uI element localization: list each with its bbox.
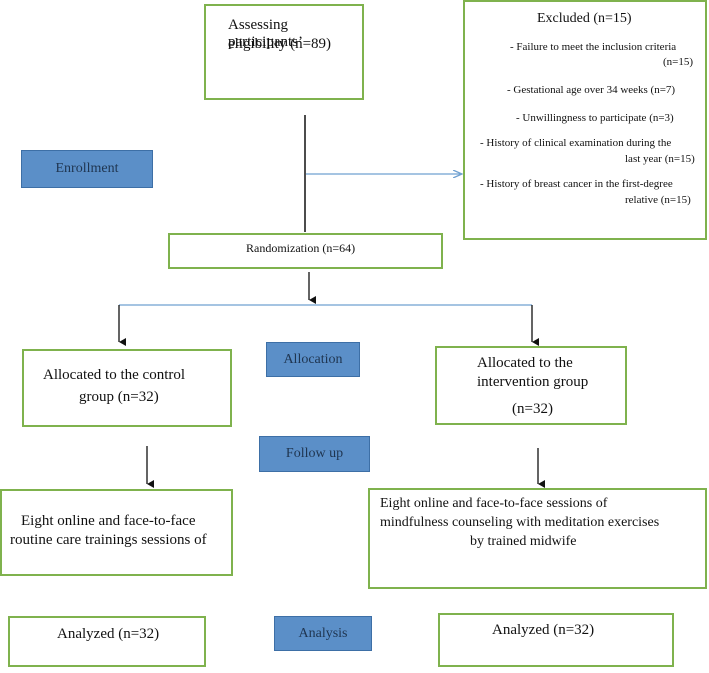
intervention-allocation-line-2: intervention group <box>477 374 589 390</box>
excluded-title: Excluded (n=15) <box>537 11 632 26</box>
control-sessions-box: Eight online and face-to-face routine ca… <box>0 489 233 576</box>
excluded-item-1-line-1: - Failure to meet the inclusion criteria <box>510 41 677 53</box>
excluded-item-4-line-1: - History of clinical examination during… <box>480 137 672 149</box>
excluded-box: Excluded (n=15) - Failure to meet the in… <box>463 0 707 240</box>
stage-enrollment: Enrollment <box>21 150 153 188</box>
intervention-allocation-line-3: (n=32) <box>512 401 553 417</box>
excluded-item-5-line-2: relative (n=15) <box>625 194 691 206</box>
excluded-item-1-line-2: (n=15) <box>663 56 694 68</box>
control-allocation-line-2: group (n=32) <box>79 389 159 405</box>
control-sessions-line-1: Eight online and face-to-face <box>21 513 196 529</box>
control-allocation-box: Allocated to the control group (n=32) <box>22 349 232 427</box>
eligibility-box: Assessing participants’ eligibility (n=8… <box>204 4 364 100</box>
intervention-analyzed-box: Analyzed (n=32) <box>438 613 674 667</box>
excluded-item-2: - Gestational age over 34 weeks (n=7) <box>507 84 676 96</box>
excluded-item-5-line-1: - History of breast cancer in the first-… <box>480 178 673 190</box>
intervention-sessions-line-1: Eight online and face-to-face sessions o… <box>380 496 608 511</box>
stage-allocation: Allocation <box>266 342 360 377</box>
excluded-item-4-line-2: last year (n=15) <box>625 153 695 165</box>
intervention-allocation-line-1: Allocated to the <box>477 355 573 371</box>
control-sessions-line-2: routine care trainings sessions of <box>10 532 207 548</box>
control-analyzed-text: Analyzed (n=32) <box>57 626 160 642</box>
intervention-analyzed-text: Analyzed (n=32) <box>492 622 595 638</box>
randomization-box: Randomization (n=64) <box>168 233 443 269</box>
intervention-sessions-line-3: by trained midwife <box>470 534 577 549</box>
intervention-allocation-box: Allocated to the intervention group (n=3… <box>435 346 627 425</box>
eligibility-line-1: Assessing participants’ <box>228 17 303 50</box>
randomization-text: Randomization (n=64) <box>246 241 356 255</box>
intervention-sessions-line-2: mindfulness counseling with meditation e… <box>380 515 660 530</box>
control-analyzed-box: Analyzed (n=32) <box>8 616 206 667</box>
control-allocation-line-1: Allocated to the control <box>43 367 186 383</box>
excluded-item-3: - Unwillingness to participate (n=3) <box>516 112 674 124</box>
eligibility-line-2: eligibility (n=89) <box>228 36 332 52</box>
intervention-sessions-box: Eight online and face-to-face sessions o… <box>368 488 707 589</box>
stage-follow-up: Follow up <box>259 436 370 472</box>
stage-analysis: Analysis <box>274 616 372 651</box>
